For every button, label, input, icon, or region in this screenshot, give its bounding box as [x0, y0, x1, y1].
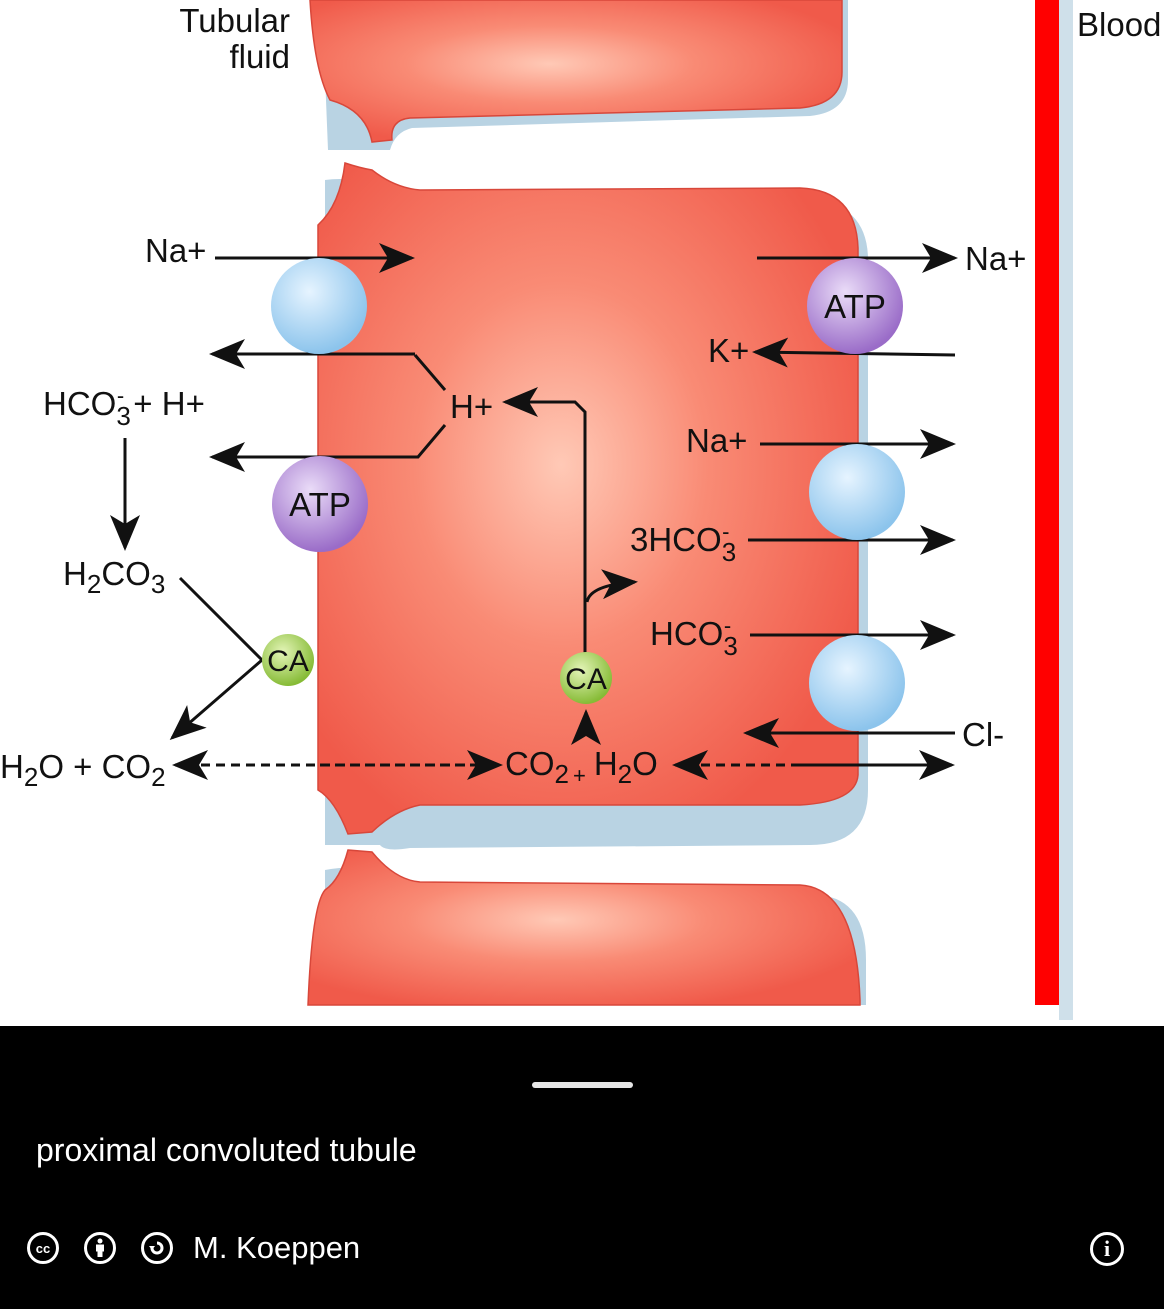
image-caption: proximal convoluted tubule — [36, 1132, 417, 1168]
hco3-h-label: HCO3- + H+ — [43, 383, 205, 431]
na-blood-label: Na+ — [965, 240, 1026, 277]
cc-icon[interactable]: cc — [27, 1232, 59, 1264]
tubular-fluid-label-2: fluid — [229, 38, 290, 75]
3hco3-label: 3HCO3- — [630, 519, 736, 567]
cl-label: Cl- — [962, 716, 1004, 753]
tubular-fluid-label: Tubular — [179, 2, 290, 39]
tubule-diagram: Tubular fluid Blood Na+ Na+ ATP ATP K+ H… — [0, 0, 1162, 1020]
ca-apical-label: CA — [267, 645, 309, 678]
info-sheet: proximal convoluted tubule cc M. Koeppen… — [0, 1026, 1164, 1309]
cl-hco3-exchanger — [809, 635, 905, 731]
atp-pump-basolateral — [807, 258, 903, 354]
lower-cell — [307, 849, 861, 1006]
h2co3-label: H2CO3 — [63, 555, 165, 599]
na-transporter-apical — [271, 258, 367, 354]
share-alike-icon[interactable] — [141, 1232, 173, 1264]
author-name[interactable]: M. Koeppen — [193, 1230, 361, 1265]
upper-cell — [309, 0, 843, 143]
h-plus-label: H+ — [450, 388, 493, 425]
na-apical-label: Na+ — [145, 232, 206, 269]
carbonic-anhydrase-intracellular — [560, 652, 612, 704]
carbonic-anhydrase-apical — [262, 634, 314, 686]
hco3-label: HCO3- — [650, 613, 738, 661]
atp-basolateral-label: ATP — [824, 288, 886, 325]
epithelial-cell — [317, 161, 859, 835]
na-cotransport-label: Na+ — [686, 422, 747, 459]
h2o-co2-lumen-label: H2O + CO2 — [0, 748, 166, 792]
sheet-drag-handle[interactable] — [532, 1082, 633, 1088]
info-icon[interactable]: i — [1090, 1232, 1124, 1266]
atp-pump-apical — [272, 456, 368, 552]
blood-label: Blood — [1077, 6, 1161, 43]
atp-apical-label: ATP — [289, 486, 351, 523]
na-hco3-cotransporter — [809, 444, 905, 540]
blood-vessel-wall — [1035, 0, 1059, 1005]
attribution-icon[interactable] — [84, 1232, 116, 1264]
co2-h2o-cell-label: CO2+H2O — [505, 745, 658, 789]
k-label: K+ — [708, 332, 749, 369]
ca-intracellular-label: CA — [565, 663, 607, 696]
